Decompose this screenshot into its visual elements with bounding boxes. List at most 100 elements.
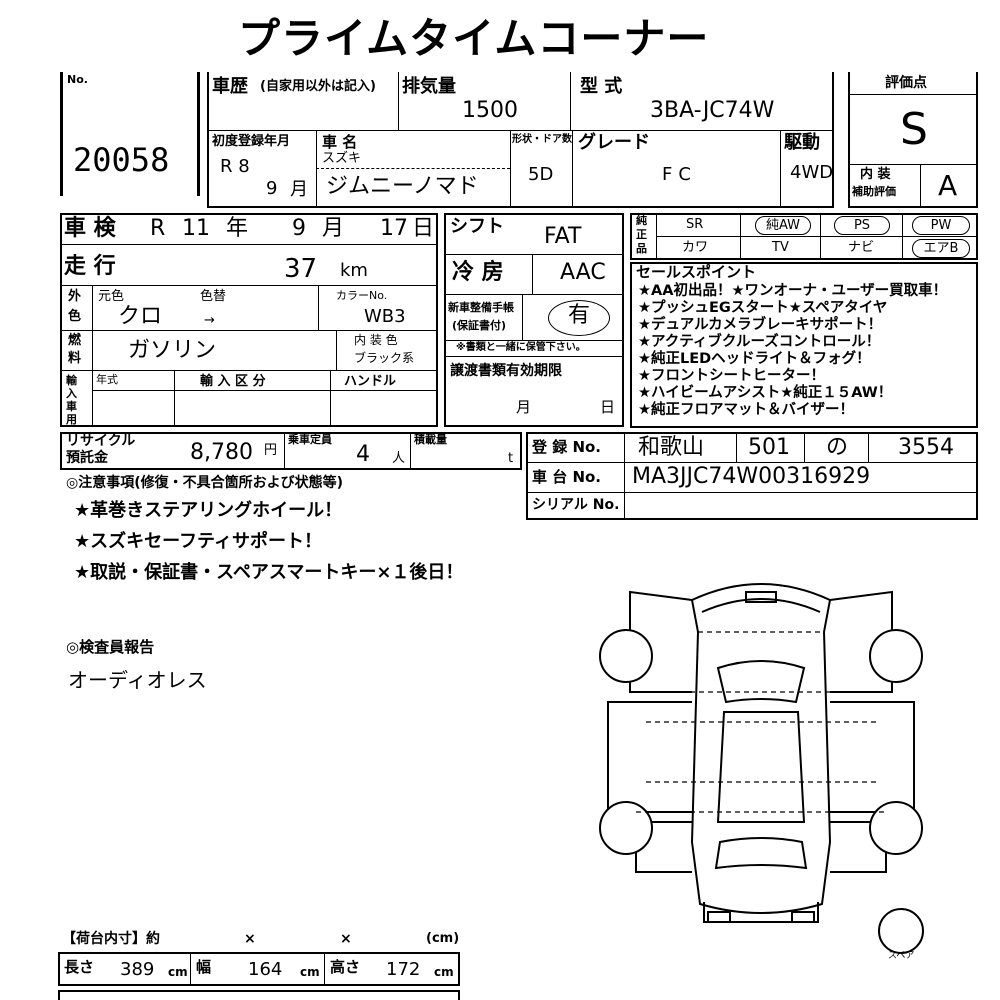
fuel-side-label-2: 料 — [68, 351, 82, 366]
orig-color-value: クロ — [118, 304, 163, 329]
cargo-times-2: × — [340, 931, 352, 947]
reg-kana: の — [826, 435, 849, 460]
import-class-label: 輸 入 区 分 — [200, 374, 266, 389]
cargo-height-label: 高さ — [330, 958, 361, 976]
cargo-length-value: 389 — [120, 959, 155, 980]
interior-score-value: A — [938, 169, 958, 202]
transfer-label: 譲渡書類有効期限 — [450, 363, 562, 379]
cargo-dimensions-row — [58, 952, 460, 986]
ac-label: 冷 房 — [452, 260, 504, 285]
page-title: プライムタイムコーナー — [238, 14, 710, 63]
inspector-header: ◎検査員報告 — [66, 638, 155, 656]
capacity-label: 乗車定員 — [288, 433, 332, 446]
first-reg-year: R 8 — [220, 156, 250, 177]
reg-label: 登 録 No. — [532, 438, 602, 456]
inspection-month-unit: 月 — [322, 216, 345, 241]
maintenance-sublabel: (保証書付) — [452, 319, 507, 332]
sales-point-line: ★純正LEDヘッドライト＆フォグ！ — [638, 351, 871, 367]
bottom-row-edge — [58, 990, 460, 1000]
lot-number-label: No. — [67, 73, 88, 86]
equip-navi: ナビ — [848, 240, 875, 255]
maker-value: スズキ — [322, 151, 362, 166]
mileage-unit: km — [340, 260, 368, 281]
color-code-value: WB3 — [364, 306, 406, 327]
vehicle-detail-block — [60, 213, 438, 427]
cargo-height-unit: cm — [434, 965, 454, 979]
shift-label: シフト — [450, 216, 504, 237]
serial-label: シリアル No. — [532, 497, 620, 513]
color-side-label-2: 色 — [68, 309, 82, 324]
displacement-value: 1500 — [462, 98, 518, 123]
orig-color-label: 元色 — [98, 289, 125, 304]
capacity-unit: 人 — [392, 451, 406, 466]
doors-value: 5D — [528, 164, 554, 185]
color-code-label: カラーNo. — [336, 289, 388, 302]
maintenance-label: 新車整備手帳 — [448, 301, 514, 314]
equip-airbag: エアB — [912, 239, 970, 258]
maintenance-oval — [548, 300, 610, 336]
recycle-value: 8,780 — [190, 440, 253, 465]
cargo-length-unit: cm — [168, 965, 188, 979]
equip-leather: カワ — [682, 240, 709, 255]
score-label: 評価点 — [885, 75, 927, 91]
notes-header: ◎注意事項(修復・不具合箇所および状態等) — [66, 475, 344, 491]
maker-label: 車 名 — [322, 133, 358, 151]
history-label: 車歴 — [212, 76, 248, 97]
interior-color-label: 内 装 色 — [354, 333, 398, 347]
equip-tv: TV — [772, 240, 789, 255]
interior-score-label: 内 装 — [860, 167, 891, 182]
displacement-label: 排気量 — [402, 76, 456, 97]
inspection-day-unit: 日 — [412, 216, 435, 241]
cargo-width-value: 164 — [248, 959, 283, 980]
first-reg-label: 初度登録年月 — [212, 134, 291, 149]
note-line: ★取説・保証書・スペアスマートキー×１後日！ — [74, 562, 464, 583]
sales-point-line: ★フロントシートヒーター！ — [638, 368, 825, 384]
import-side-label: 輸入車用 — [66, 374, 77, 426]
mileage-label: 走 行 — [64, 254, 116, 279]
cargo-unit: (cm) — [426, 931, 460, 946]
sales-point-line: ★AA初出品！★ワンオーナ・ユーザー買取車！ — [638, 283, 948, 299]
sales-points-box — [630, 262, 978, 428]
equip-sr: SR — [686, 217, 704, 232]
car-body-diagram — [599, 583, 923, 923]
repaint-label: 色替 — [200, 289, 227, 304]
inspection-year-unit: 年 — [226, 216, 249, 241]
grade-label: グレード — [578, 132, 650, 153]
equip-ps: PS — [834, 216, 890, 235]
doors-label: 形状・ドア数 — [512, 134, 572, 145]
load-unit: t — [508, 451, 514, 466]
repaint-arrow: → — [204, 313, 215, 328]
spare-tire-diagram — [878, 908, 924, 954]
inspection-label: 車 検 — [64, 216, 116, 241]
cargo-width-label: 幅 — [196, 958, 212, 976]
sales-point-line: ★ハイビームアシスト★純正１５AW！ — [638, 385, 893, 401]
interior-score-sublabel: 補助評価 — [852, 185, 896, 198]
interior-color-value: ブラック系 — [354, 351, 415, 365]
equipment-side-label: 純正品 — [636, 214, 647, 255]
fuel-side-label: 燃 — [68, 333, 82, 348]
model-label: 型 式 — [580, 76, 623, 97]
lot-number: 20058 — [73, 141, 170, 179]
drive-value: 4WD — [790, 162, 834, 183]
sales-point-line: ★純正フロアマット＆バイザー！ — [638, 402, 854, 418]
maintenance-note: ※書類と一緒に保管下さい。 — [456, 342, 586, 353]
registration-block — [526, 432, 978, 520]
load-label: 積載量 — [414, 433, 447, 446]
shift-block — [444, 213, 624, 427]
transfer-month-unit: 月 — [516, 398, 532, 416]
equip-pw: PW — [912, 216, 970, 235]
history-note: (自家用以外は記入) — [260, 79, 376, 94]
chassis-value: MA3JJC74W00316929 — [632, 464, 871, 489]
cargo-height-value: 172 — [386, 959, 421, 980]
import-handle-label: ハンドル — [344, 374, 397, 389]
vehicle-header-grid — [207, 72, 834, 208]
recycle-unit: 円 — [264, 443, 278, 458]
first-reg-month: 9 — [266, 178, 278, 199]
inspector-text: オーディオレス — [68, 668, 207, 692]
color-side-label: 外 — [68, 289, 82, 304]
recycle-label: リサイクル — [66, 433, 136, 449]
import-year-label: 年式 — [96, 373, 118, 386]
note-line: ★スズキセーフティサポート！ — [74, 531, 322, 552]
cargo-header: 【荷台内寸】約 — [62, 931, 160, 947]
cargo-length-label: 長さ — [64, 958, 95, 976]
